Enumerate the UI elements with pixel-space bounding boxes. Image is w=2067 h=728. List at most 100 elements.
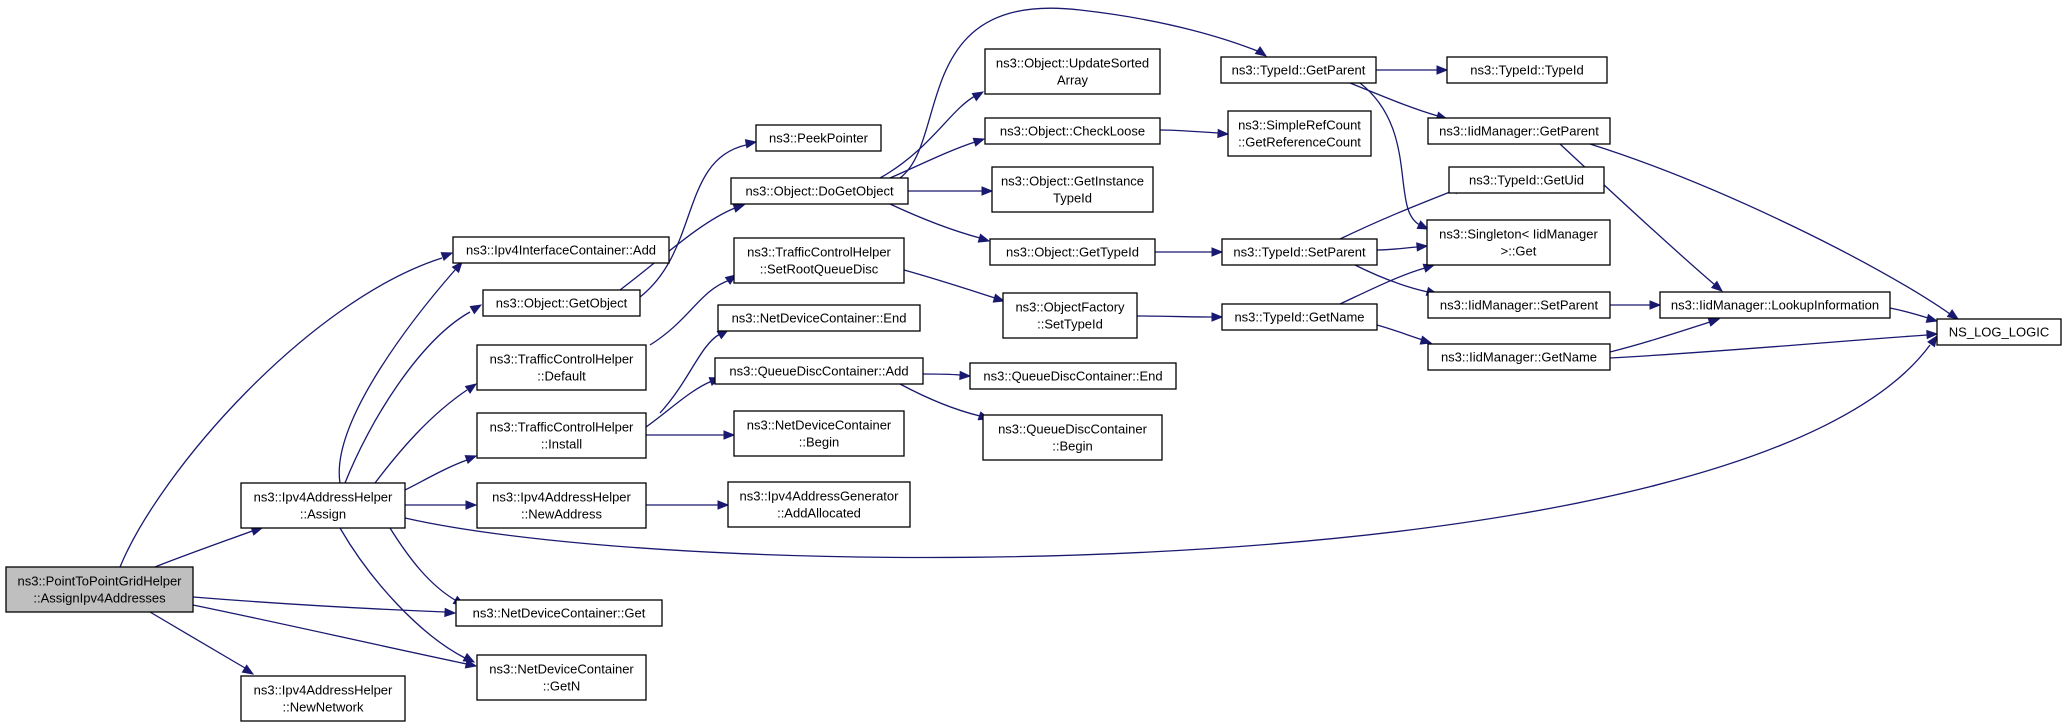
node-ndc_begin[interactable]: ns3::NetDeviceContainer::Begin: [733, 410, 905, 457]
edge-line: [889, 141, 976, 179]
node-getrefcount[interactable]: ns3::SimpleRefCount::GetReferenceCount: [1227, 110, 1372, 157]
node-assign[interactable]: ns3::Ipv4AddressHelper::Assign: [240, 482, 406, 529]
edge-line: [1339, 189, 1456, 240]
node-addrgen[interactable]: ns3::Ipv4AddressGenerator::AddAllocated: [727, 481, 911, 528]
node-checkloose[interactable]: ns3::Object::CheckLoose: [984, 117, 1161, 145]
node-ndc_get[interactable]: ns3::NetDeviceContainer::Get: [455, 599, 663, 627]
edge-line: [1559, 143, 1716, 286]
node-ns_log_logic[interactable]: NS_LOG_LOGIC: [1936, 318, 2062, 346]
node-label: ::GetReferenceCount: [1238, 135, 1361, 150]
edge-arrowhead: [469, 304, 483, 315]
edge-arrowhead: [744, 139, 758, 149]
edge-line: [389, 527, 456, 601]
node-iid_setparent[interactable]: ns3::IidManager::SetParent: [1427, 291, 1611, 319]
node-singleton_get[interactable]: ns3::Singleton< IidManager >::Get: [1426, 219, 1611, 266]
node-tid_getuid[interactable]: ns3::TypeId::GetUid: [1448, 166, 1605, 194]
edge-arrowhead: [981, 186, 994, 196]
edge-line: [338, 269, 456, 484]
node-box: [452, 236, 670, 264]
node-label: ns3::TypeId::GetName: [1234, 310, 1364, 325]
node-tid_setparent[interactable]: ns3::TypeId::SetParent: [1221, 238, 1378, 266]
node-label: ns3::Ipv4AddressHelper: [492, 490, 631, 505]
node-label: ns3::NetDeviceContainer: [489, 662, 634, 677]
edge-line: [922, 373, 961, 376]
node-box: [1227, 110, 1372, 157]
edge-of_settypeid-to-tid_getname: [1136, 312, 1224, 322]
edge-line: [899, 7, 1261, 179]
node-qdc_add[interactable]: ns3::QueueDiscContainer::Add: [714, 357, 924, 385]
node-dogetobject[interactable]: ns3::Object::DoGetObject: [730, 177, 909, 205]
node-label: ::SetRootQueueDisc: [760, 262, 879, 277]
edge-arrowhead: [1710, 280, 1724, 292]
edge-line: [374, 389, 468, 484]
edge-arrowhead: [1649, 300, 1662, 310]
edge-line: [1136, 315, 1213, 318]
edge-dogetobject-to-obj_gettypeid: [889, 203, 991, 243]
node-box: [984, 48, 1161, 95]
node-ndc_end[interactable]: ns3::NetDeviceContainer::End: [717, 304, 921, 332]
node-qdc_end[interactable]: ns3::QueueDiscContainer::End: [969, 362, 1177, 390]
node-label: NS_LOG_LOGIC: [1949, 325, 2049, 340]
edge-arrowhead: [1217, 128, 1230, 139]
node-peekpointer[interactable]: ns3::PeekPointer: [755, 124, 882, 152]
node-box: [482, 289, 641, 317]
node-label: ns3::TypeId::GetParent: [1232, 63, 1366, 78]
edge-arrowhead: [1211, 312, 1224, 322]
edge-line: [903, 269, 996, 299]
node-label: ::Default: [537, 369, 586, 384]
edge-line: [879, 95, 976, 179]
node-iid_getparent[interactable]: ns3::IidManager::GetParent: [1427, 117, 1611, 145]
node-ifc_add[interactable]: ns3::Ipv4InterfaceContainer::Add: [452, 236, 670, 264]
node-iid_lookup[interactable]: ns3::IidManager::LookupInformation: [1659, 291, 1891, 319]
node-tid_getparent[interactable]: ns3::TypeId::GetParent: [1220, 56, 1377, 84]
edge-line: [1159, 129, 1219, 134]
node-qdc_begin[interactable]: ns3::QueueDiscContainer::Begin: [982, 414, 1163, 461]
edge-line: [344, 311, 471, 484]
node-tid_getname[interactable]: ns3::TypeId::GetName: [1221, 303, 1378, 331]
node-getobject[interactable]: ns3::Object::GetObject: [482, 289, 641, 317]
node-label: ns3::Singleton< IidManager: [1439, 227, 1598, 242]
node-label: ns3::NetDeviceContainer::Get: [473, 606, 646, 621]
node-obj_gettypeid[interactable]: ns3::Object::GetTypeId: [989, 238, 1156, 266]
node-box: [1427, 117, 1611, 145]
node-label: ::Assign: [300, 507, 346, 522]
node-newaddress[interactable]: ns3::Ipv4AddressHelper::NewAddress: [476, 482, 647, 529]
edge-arrowhead: [1416, 242, 1429, 252]
node-tch_install[interactable]: ns3::TrafficControlHelper::Install: [476, 412, 647, 459]
node-box: [714, 357, 924, 385]
node-box: [240, 675, 406, 722]
node-of_settypeid[interactable]: ns3::ObjectFactory::SetTypeId: [1002, 292, 1138, 339]
edge-checkloose-to-getrefcount: [1159, 128, 1230, 139]
edge-arrowhead: [1416, 220, 1430, 230]
node-root[interactable]: ns3::PointToPointGridHelper::AssignIpv4A…: [5, 566, 194, 613]
node-label: Array: [1057, 73, 1089, 88]
node-box: [1448, 166, 1605, 194]
edge-dogetobject-to-updatesorted: [879, 91, 985, 179]
node-iid_getname[interactable]: ns3::IidManager::GetName: [1427, 343, 1611, 371]
node-ndc_getn[interactable]: ns3::NetDeviceContainer::GetN: [476, 654, 647, 701]
node-box: [1220, 56, 1377, 84]
edge-dogetobject-to-getinstancetypeid: [908, 186, 994, 196]
edge-dogetobject-to-tid_getparent: [899, 7, 1268, 179]
node-box: [1426, 219, 1611, 266]
node-tid_typeid[interactable]: ns3::TypeId::TypeId: [1446, 56, 1608, 84]
node-box: [476, 412, 647, 459]
node-label: ns3::Ipv4AddressHelper: [254, 683, 393, 698]
node-tch_setroot[interactable]: ns3::TrafficControlHelper::SetRootQueueD…: [733, 237, 905, 284]
edge-arrowhead: [444, 607, 457, 618]
node-label: ns3::SimpleRefCount: [1238, 118, 1361, 133]
edge-line: [339, 527, 466, 659]
edge-tid_getname-to-singleton_get: [1339, 263, 1436, 305]
node-box: [240, 482, 406, 529]
edge-arrowhead: [462, 652, 476, 663]
node-box: [1221, 238, 1378, 266]
edge-iid_getname-to-ns_log_logic: [1609, 329, 1939, 359]
node-tch_default[interactable]: ns3::TrafficControlHelper::Default: [476, 344, 647, 391]
edge-assign-to-tch_default: [374, 383, 478, 484]
node-label: ns3::NetDeviceContainer: [747, 418, 892, 433]
node-newnetwork[interactable]: ns3::Ipv4AddressHelper::NewNetwork: [240, 675, 406, 722]
edge-line: [1349, 82, 1439, 117]
edge-arrowhead: [1436, 65, 1449, 75]
